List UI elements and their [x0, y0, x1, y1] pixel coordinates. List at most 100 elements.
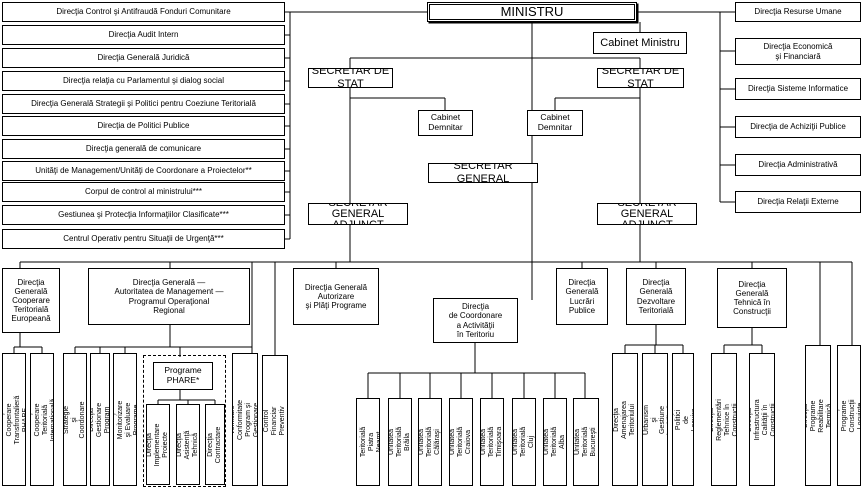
left-col-label: Unităţi de Management/Unităţi de Coordon…: [35, 166, 252, 176]
left-col-item: Gestiunea şi Protecţia Informaţiilor Cla…: [2, 205, 285, 225]
unit-label: Unitatea Teritorială Alba: [543, 426, 567, 458]
unit-box: Direcţia Programe Reabilitare Termică: [805, 345, 831, 486]
dg-tehnica-label: Direcţia Generală Tehnică în Construcţii: [733, 279, 771, 317]
dg-autorizare-label: Direcţia Generală Autorizare şi Plăţi Pr…: [304, 282, 368, 311]
left-col-item: Direcţia Generală Juridică: [2, 48, 285, 68]
cabinet-ministru-label: Cabinet Ministru: [600, 36, 680, 49]
unit-label: Unitatea Teritorială Bucureşti: [573, 426, 598, 458]
secretar-general-box: SECRETAR GENERAL: [428, 163, 538, 183]
unit-label: Biroul Control Financiar Preventiv Progr…: [262, 405, 287, 436]
unit-box: Direcţia Urbanism şi Gestiune imobiliară: [642, 353, 668, 486]
unit-label: Direcţia Contractare: [206, 426, 222, 463]
directia-coordonare-label: Direcţia de Coordonare a Activităţii în …: [448, 302, 503, 339]
left-col-item: Centrul Operativ pentru Situaţii de Urge…: [2, 229, 285, 249]
unit-box: Unitatea Teritorială Piatra Neamţ: [356, 398, 380, 486]
unit-label: Direcţia Implementare Proiecte: [146, 423, 170, 466]
dg-am-por-box: Direcţia Generală — Autoritatea de Manag…: [88, 268, 250, 325]
sg-adjunct-left-box: SECRETAR GENERAL ADJUNCT: [308, 203, 408, 225]
unit-label: Direcţia Amenajarea Teritoriului: [612, 400, 637, 439]
left-col-label: Direcţia de Politici Publice: [97, 121, 190, 131]
unit-box: Direcţia Asistenţă Tehnică: [176, 404, 200, 485]
dg-dezvoltare-box: Direcţia Generală Dezvoltare Teritorială: [626, 268, 686, 325]
left-col-item: Direcţia Audit Intern: [2, 25, 285, 45]
unit-label: Unitatea Teritorială Timişoara: [480, 426, 504, 458]
left-col-item: Direcţia generală de comunicare: [2, 139, 285, 159]
dg-autorizare-box: Direcţia Generală Autorizare şi Plăţi Pr…: [293, 268, 379, 325]
programe-phare-label: Programe PHARE*: [164, 365, 202, 385]
ministru-box: MINISTRU: [427, 2, 637, 22]
unit-box: Biroul Control Financiar Preventiv Progr…: [262, 355, 288, 486]
unit-label: Direcţia Urbanism şi Gestiune imobiliară: [642, 404, 667, 435]
secretar-general-label: SECRETAR GENERAL: [453, 163, 513, 183]
unit-box: Direcţia Politici de Locuire: [672, 353, 694, 486]
unit-box: Unitatea Teritorială Timişoara: [480, 398, 504, 486]
unit-label: Direcţia Asistenţă Tehnică: [176, 430, 200, 459]
phare-group: [143, 355, 226, 487]
unit-box: Direcţia Gestionare Program: [90, 353, 110, 486]
unit-label: Direcţia Cooperare Transfrontalieră PHAR…: [2, 395, 26, 444]
unit-box: Direcţia Monitorizare şi Evaluare Progra…: [113, 353, 137, 486]
right-col-label: Direcţia Sisteme Informatice: [747, 84, 849, 94]
right-col-item: Direcţia Administrativă: [735, 154, 861, 176]
right-col-item: Direcţia Relaţii Externe: [735, 191, 861, 213]
right-col-label: Direcţia de Achiziţii Publice: [750, 122, 846, 132]
unit-box: Direcţia Cooperare Transfrontalieră PHAR…: [2, 353, 26, 486]
dg-dezvoltare-label: Direcţia Generală Dezvoltare Teritorială: [636, 278, 676, 315]
ministru-label: MINISTRU: [500, 3, 564, 19]
unit-box: Direcţia Programe Construcţii Locuinţe: [837, 345, 861, 486]
right-col-item: Direcţia Economică şi Financiară: [735, 38, 861, 65]
dg-lucrari-box: Direcţia Generală Lucrări Publice: [556, 268, 608, 325]
dg-lucrari-label: Direcţia Generală Lucrări Publice: [565, 278, 599, 315]
cabinet-demnitar-left-label: Cabinet Demnitar: [428, 112, 463, 132]
unit-label: Unitatea Teritorială Călăraşi: [418, 426, 442, 458]
unit-label: Direcţia Politici de Locuire: [673, 408, 694, 432]
cabinet-demnitar-right-label: Cabinet Demnitar: [537, 112, 573, 132]
unit-box: Unitatea Teritorială Cluj: [512, 398, 536, 486]
left-col-label: Centrul Operativ pentru Situaţii de Urge…: [63, 234, 224, 244]
secretar-stat-right-label: SECRETAR DE STAT: [601, 68, 680, 88]
cabinet-ministru-box: Cabinet Ministru: [593, 32, 687, 54]
unit-label: Direcţia Infrastructura Calităţii în Con…: [749, 398, 775, 441]
unit-box: Direcţia Infrastructura Calităţii în Con…: [749, 353, 775, 486]
unit-box: Direcţia Implementare Proiecte: [146, 404, 170, 485]
unit-label: Unitatea Teritorială Cluj: [512, 426, 536, 458]
unit-label: Unitatea Teritorială Brăila: [388, 426, 412, 458]
unit-label: Unitatea Teritorială Craiova: [449, 426, 473, 458]
unit-box: Unitatea Teritorială Bucureşti: [573, 398, 599, 486]
dg-cooperare-box: Direcţia Generală Cooperare Teritorială …: [2, 268, 60, 333]
left-col-label: Direcţia Generală Strategii şi Politici …: [31, 99, 256, 109]
dg-tehnica-box: Direcţia Generală Tehnică în Construcţii: [717, 268, 787, 328]
unit-label: Direcţia Gestionare Program: [90, 402, 110, 437]
dg-cooperare-label: Direcţia Generală Cooperare Teritorială …: [11, 277, 51, 324]
unit-label: Direcţia Reglementări Tehnice în Constru…: [711, 398, 737, 441]
secretar-stat-left-box: SECRETAR DE STAT: [308, 68, 393, 88]
unit-label: Direcţia Programe Reabilitare Termică: [805, 398, 831, 433]
secretar-stat-right-box: SECRETAR DE STAT: [597, 68, 684, 88]
right-col-label: Direcţia Economică şi Financiară: [763, 42, 833, 61]
unit-box: Unitatea Teritorială Alba: [543, 398, 567, 486]
unit-box: Direcţia Verificare Conformitate Program…: [232, 353, 258, 486]
left-col-label: Corpul de control al ministrului***: [85, 187, 202, 197]
left-col-item: Unităţi de Management/Unităţi de Coordon…: [2, 161, 285, 181]
sg-adjunct-right-label: SECRETAR GENERAL ADJUNCT: [617, 204, 676, 225]
unit-box: Unitatea Teritorială Călăraşi: [418, 398, 442, 486]
unit-label: Direcţia Strategie şi Coordonare Program: [63, 401, 87, 438]
unit-box: Unitatea Teritorială Craiova: [449, 398, 473, 486]
right-col-label: Direcţia Resurse Umane: [754, 7, 842, 17]
left-col-item: Direcţia relaţia cu Parlamentul şi dialo…: [2, 71, 285, 91]
unit-box: Direcţia Strategie şi Coordonare Program: [63, 353, 87, 486]
unit-box: Direcţia Contractare: [205, 404, 225, 485]
unit-box: Unitatea Teritorială Brăila: [388, 398, 412, 486]
secretar-stat-left-label: SECRETAR DE STAT: [311, 68, 390, 88]
right-col-item: Direcţia Sisteme Informatice: [735, 78, 861, 100]
cabinet-demnitar-right-box: Cabinet Demnitar: [527, 110, 583, 136]
left-col-label: Gestiunea şi Protecţia Informaţiilor Cla…: [58, 210, 229, 220]
right-col-label: Direcţia Relaţii Externe: [757, 197, 839, 207]
left-col-label: Direcţia Audit Intern: [108, 30, 179, 40]
unit-label: Direcţia Cooperare Teritorială Internaţi…: [30, 398, 54, 441]
dg-am-por-label: Direcţia Generală — Autoritatea de Manag…: [114, 278, 224, 315]
unit-label: Direcţia Verificare Conformitate Program…: [232, 399, 258, 440]
left-col-item: Direcţia Generală Strategii şi Politici …: [2, 94, 285, 114]
